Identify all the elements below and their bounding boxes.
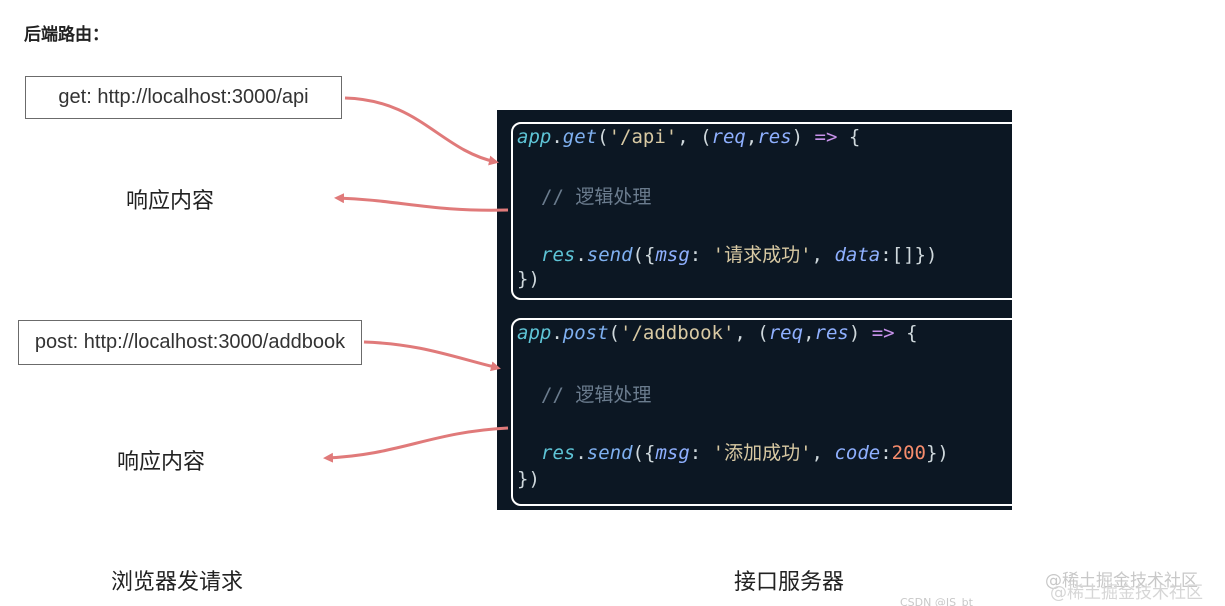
code-block-get: app.get('/api', (req,res) => { // 逻辑处理 r… — [511, 122, 1012, 300]
watermark-shadow: @稀土掘金技术社区 — [1050, 583, 1203, 603]
caption-server: 接口服务器 — [734, 570, 845, 595]
arrow-get-request — [344, 96, 499, 166]
code-line-send: res.send({msg: '请求成功', data:[]}) — [541, 244, 938, 266]
post-request-box: post: http://localhost:3000/addbook — [18, 320, 362, 365]
caption-browser: 浏览器发请求 — [111, 570, 244, 595]
csdn-watermark: CSDN @IS_bt — [900, 596, 973, 606]
code-block-post: app.post('/addbook', (req,res) => { // 逻… — [511, 318, 1012, 506]
code-panel: app.get('/api', (req,res) => { // 逻辑处理 r… — [497, 110, 1012, 510]
code-line-comment: // 逻辑处理 — [541, 186, 652, 208]
response-label-1: 响应内容 — [126, 189, 215, 214]
watermark-text: @稀土掘金技术社区 — [1045, 571, 1198, 591]
response-label-2: 响应内容 — [117, 450, 206, 475]
arrow-get-response — [334, 193, 509, 212]
arrow-post-response — [323, 426, 509, 463]
code-line-send: res.send({msg: '添加成功', code:200}) — [541, 442, 949, 464]
code-line-end: }) — [517, 268, 540, 290]
page-heading: 后端路由： — [24, 25, 109, 45]
get-request-box: get: http://localhost:3000/api — [25, 76, 342, 119]
code-line-comment: // 逻辑处理 — [541, 384, 652, 406]
code-line-route: app.post('/addbook', (req,res) => { — [517, 322, 918, 344]
code-line-end: }) — [517, 468, 540, 490]
arrow-post-request — [363, 340, 501, 372]
code-line-route: app.get('/api', (req,res) => { — [517, 126, 861, 148]
